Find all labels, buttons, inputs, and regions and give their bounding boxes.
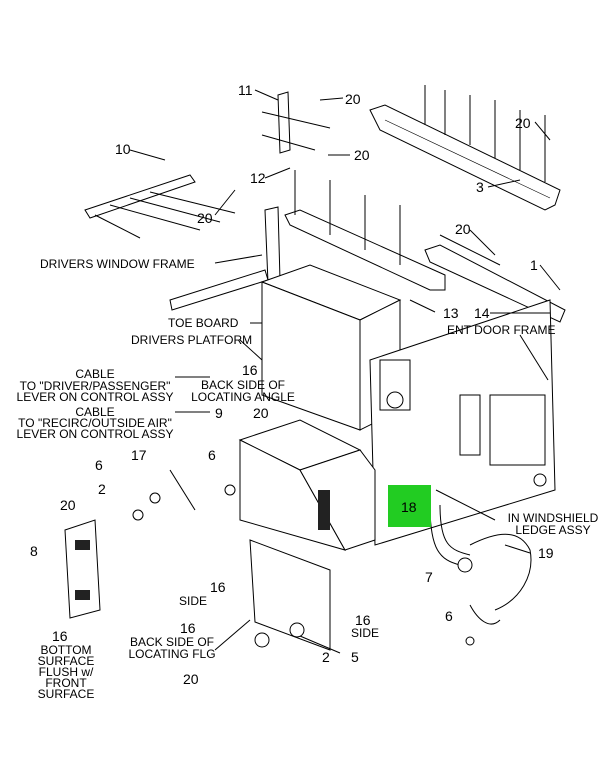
label-back-side-flg: BACK SIDE OF xyxy=(130,635,214,649)
label-cable-2: LEVER ON CONTROL ASSY xyxy=(17,427,174,441)
callout-1: 1 xyxy=(530,257,538,273)
callout-12: 12 xyxy=(250,170,266,186)
part-14-frame xyxy=(424,234,566,323)
hoses xyxy=(132,469,532,646)
label-toe-board: TOE BOARD xyxy=(168,316,239,330)
label-ent-door-frame: ENT DOOR FRAME xyxy=(447,323,555,337)
callout-10: 10 xyxy=(115,141,131,157)
label-bottom-surface: FRONT xyxy=(45,676,87,690)
callout-8: 8 xyxy=(30,543,38,559)
callout-16: 16 xyxy=(242,362,258,378)
callout-6: 6 xyxy=(95,457,103,473)
callout-20: 20 xyxy=(354,147,370,163)
callout-2: 2 xyxy=(98,481,106,497)
callout-17: 17 xyxy=(131,447,147,463)
callout-6: 6 xyxy=(208,447,216,463)
callout-16: 16 xyxy=(210,579,226,595)
part-12-frame xyxy=(284,170,446,291)
label-bottom-surface: SURFACE xyxy=(38,654,95,668)
callout-20: 20 xyxy=(183,671,199,687)
drivers-platform xyxy=(260,264,556,546)
label-windshield-ledge: IN WINDSHIELD xyxy=(508,511,599,525)
label-cable-1: CABLE xyxy=(75,367,114,381)
highlight-box-18[interactable] xyxy=(388,485,431,527)
label-back-side-angle: LOCATING ANGLE xyxy=(191,390,295,404)
label-bottom-surface: BOTTOM xyxy=(40,643,91,657)
label-cable-1: TO "DRIVER/PASSENGER" xyxy=(20,379,171,393)
label-back-side-flg: LOCATING FLG xyxy=(128,647,215,661)
callout-16: 16 xyxy=(355,612,371,628)
part-10-frame xyxy=(84,174,236,239)
label-cable-2: CABLE xyxy=(75,405,114,419)
part-5-panel xyxy=(249,539,331,651)
callout-16: 16 xyxy=(52,628,68,644)
label-drivers-platform: DRIVERS PLATFORM xyxy=(131,333,252,347)
callout-19: 19 xyxy=(538,545,554,561)
leader-lines xyxy=(129,89,561,654)
label-cable-1: LEVER ON CONTROL ASSY xyxy=(17,390,174,404)
label-windshield-ledge: LEDGE ASSY xyxy=(515,523,590,537)
callout-18: 18 xyxy=(401,499,417,515)
label-drivers-window-frame: DRIVERS WINDOW FRAME xyxy=(40,257,195,271)
label-bottom-surface: FLUSH w/ xyxy=(39,665,94,679)
callout-20: 20 xyxy=(345,91,361,107)
label-side: SIDE xyxy=(351,626,379,640)
callout-5: 5 xyxy=(351,649,359,665)
callout-20: 20 xyxy=(515,115,531,131)
callout-14: 14 xyxy=(474,305,490,321)
part-9-box xyxy=(238,419,376,551)
callout-9: 9 xyxy=(215,405,223,421)
label-cable-2: TO "RECIRC/OUTSIDE AIR" xyxy=(18,416,172,430)
callout-20: 20 xyxy=(197,210,213,226)
callout-6: 6 xyxy=(445,608,453,624)
label-side: SIDE xyxy=(179,594,207,608)
callout-3: 3 xyxy=(476,179,484,195)
text-labels: DRIVERS WINDOW FRAME TOE BOARD DRIVERS P… xyxy=(17,257,599,701)
part-11-bracket xyxy=(261,91,331,154)
callout-20: 20 xyxy=(60,497,76,513)
part-3-rail xyxy=(369,85,561,211)
callout-16: 16 xyxy=(180,620,196,636)
callout-numbers: 11 20 20 10 20 12 3 20 20 1 13 14 16 9 2… xyxy=(30,82,554,687)
callout-2: 2 xyxy=(322,649,330,665)
callout-7: 7 xyxy=(425,569,433,585)
callout-13: 13 xyxy=(443,305,459,321)
label-bottom-surface: SURFACE xyxy=(38,687,95,701)
callout-11: 11 xyxy=(238,82,253,98)
part-8-panel xyxy=(64,519,101,619)
callout-20: 20 xyxy=(253,405,269,421)
label-back-side-angle: BACK SIDE OF xyxy=(201,378,285,392)
callout-20: 20 xyxy=(455,221,471,237)
